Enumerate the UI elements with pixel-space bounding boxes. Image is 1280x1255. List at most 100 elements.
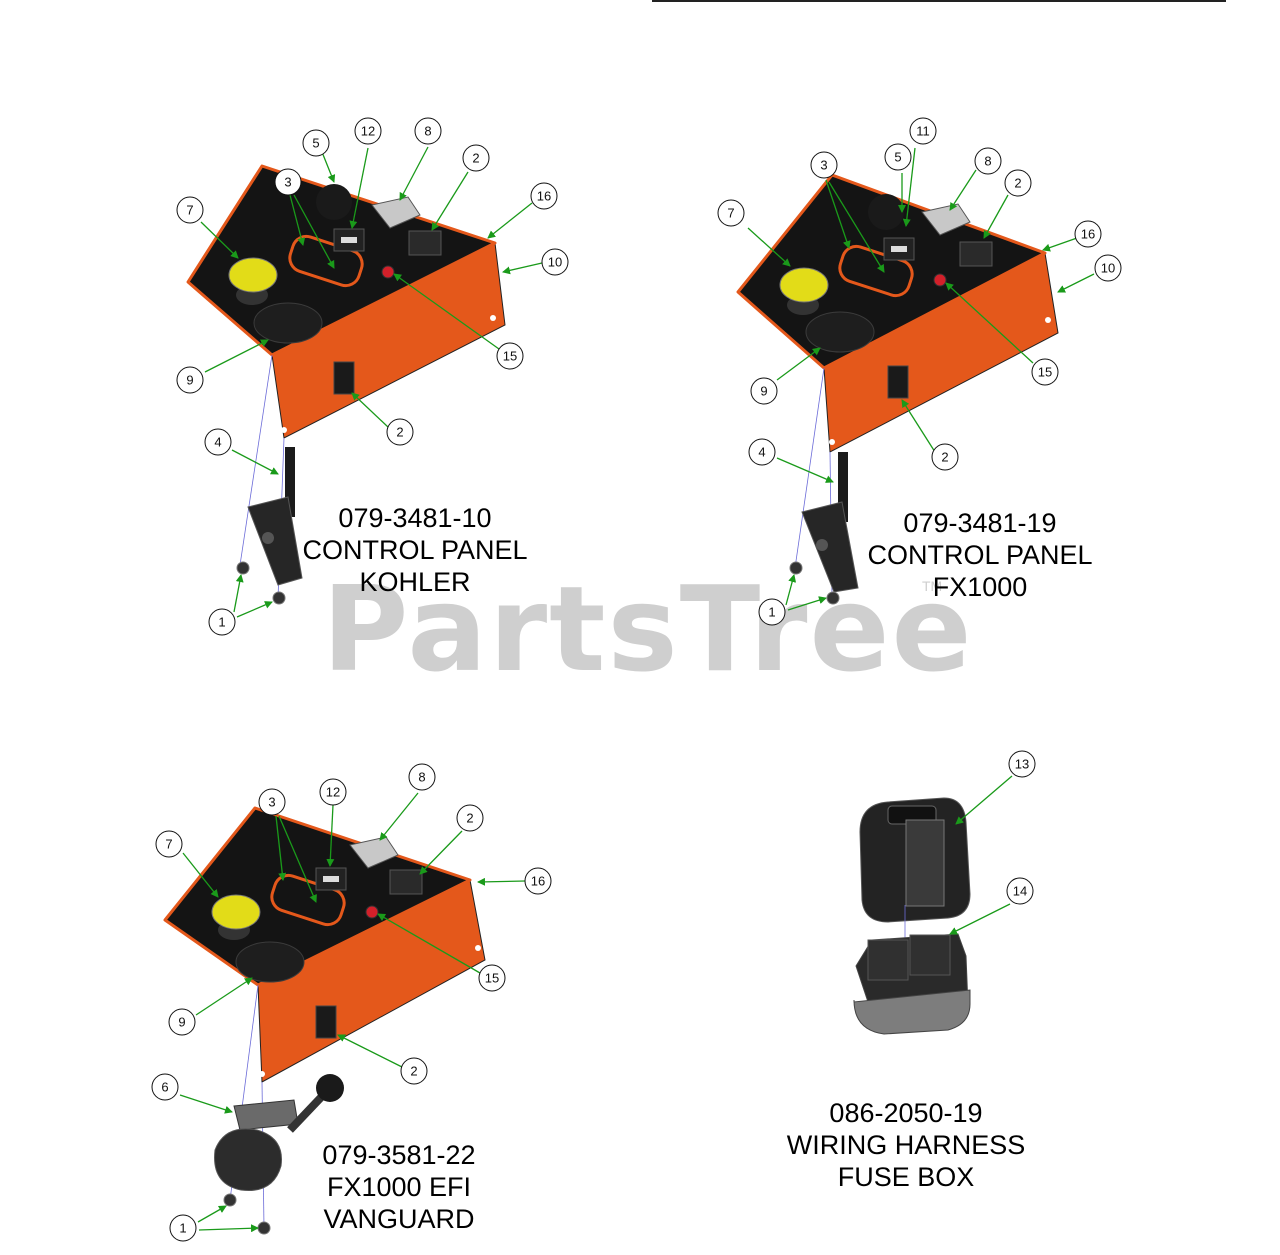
callout-number: 6 (161, 1080, 168, 1095)
caption-vanguard: 079-3581-22 FX1000 EFI VANGUARD (274, 1139, 524, 1235)
caption-fx1000: 079-3481-19 CONTROL PANEL FX1000 (855, 507, 1105, 603)
watermark-brand: PartsTree (322, 560, 974, 698)
kohler-control-panel-drawing (186, 164, 506, 605)
callout-number: 14 (1013, 884, 1027, 899)
callout-number: 1 (768, 605, 775, 620)
part-number: 079-3481-19 (903, 508, 1057, 538)
callout-number: 15 (1038, 365, 1052, 380)
callout-number: 8 (984, 154, 991, 169)
callout-kohler-6: 3 (274, 168, 302, 196)
callout-number: 10 (1101, 261, 1115, 276)
callout-fx1000-1: 3 (810, 151, 838, 179)
callout-fx1000-12: 1 (758, 598, 786, 626)
callout-fusebox-0: 13 (1008, 750, 1036, 778)
callout-vanguard-3: 2 (456, 804, 484, 832)
callout-fx1000-7: 10 (1094, 254, 1122, 282)
part-number: 079-3481-10 (338, 503, 492, 533)
callout-number: 10 (548, 255, 562, 270)
callout-kohler-7: 7 (176, 196, 204, 224)
callout-number: 7 (186, 203, 193, 218)
callout-number: 13 (1015, 757, 1029, 772)
part-variant: KOHLER (359, 567, 471, 597)
part-number: 086-2050-19 (829, 1098, 983, 1128)
top-rule (652, 0, 1226, 2)
callout-kohler-2: 8 (414, 117, 442, 145)
callout-vanguard-5: 16 (524, 867, 552, 895)
callout-number: 8 (418, 770, 425, 785)
callout-fx1000-2: 5 (884, 143, 912, 171)
part-variant: FUSE BOX (837, 1162, 975, 1192)
callout-number: 16 (531, 874, 545, 889)
callout-kohler-9: 9 (176, 366, 204, 394)
callout-kohler-5: 10 (541, 248, 569, 276)
callout-number: 9 (760, 384, 767, 399)
callout-fx1000-11: 4 (748, 438, 776, 466)
callout-vanguard-4: 7 (155, 830, 183, 858)
part-name: CONTROL PANEL (302, 535, 528, 565)
callout-number: 2 (1014, 176, 1021, 191)
callout-number: 7 (727, 206, 734, 221)
callout-fx1000-3: 8 (974, 147, 1002, 175)
callout-number: 2 (472, 151, 479, 166)
callout-vanguard-0: 3 (258, 788, 286, 816)
callout-kohler-1: 12 (354, 117, 382, 145)
callout-fusebox-1: 14 (1006, 877, 1034, 905)
callout-kohler-10: 2 (386, 418, 414, 446)
callout-fx1000-4: 2 (1004, 169, 1032, 197)
callout-number: 2 (396, 425, 403, 440)
fx1000-control-panel-drawing (736, 173, 1059, 605)
callout-number: 8 (424, 124, 431, 139)
callout-vanguard-1: 12 (319, 778, 347, 806)
fuse-box-drawing (853, 797, 971, 1035)
callout-kohler-4: 16 (530, 182, 558, 210)
callout-number: 15 (503, 349, 517, 364)
callout-number: 16 (1081, 227, 1095, 242)
callout-fx1000-10: 2 (931, 443, 959, 471)
callout-number: 1 (218, 615, 225, 630)
callout-number: 2 (466, 811, 473, 826)
callout-number: 9 (186, 373, 193, 388)
callout-number: 15 (485, 971, 499, 986)
callout-number: 7 (165, 837, 172, 852)
callout-kohler-0: 5 (302, 129, 330, 157)
callout-number: 16 (537, 189, 551, 204)
callout-number: 1 (179, 1221, 186, 1236)
callout-number: 3 (820, 158, 827, 173)
callout-fx1000-8: 15 (1031, 358, 1059, 386)
part-name: CONTROL PANEL (867, 540, 1093, 570)
part-name: FX1000 EFI (326, 1172, 472, 1202)
leader-lines (179, 146, 1095, 1233)
callout-vanguard-8: 2 (400, 1057, 428, 1085)
callout-number: 4 (214, 435, 221, 450)
callout-fx1000-6: 16 (1074, 220, 1102, 248)
callout-kohler-3: 2 (462, 144, 490, 172)
watermark-tm: TM (922, 578, 943, 594)
callout-number: 12 (361, 124, 375, 139)
callout-number: 2 (941, 450, 948, 465)
callout-vanguard-9: 6 (151, 1073, 179, 1101)
callout-vanguard-2: 8 (408, 763, 436, 791)
callout-number: 5 (894, 150, 901, 165)
callout-number: 3 (284, 175, 291, 190)
caption-fuse-box: 086-2050-19 WIRING HARNESS FUSE BOX (766, 1097, 1046, 1193)
part-name: WIRING HARNESS (786, 1130, 1026, 1160)
callout-number: 12 (326, 785, 340, 800)
callout-number: 9 (178, 1015, 185, 1030)
callout-vanguard-7: 9 (168, 1008, 196, 1036)
callout-kohler-11: 4 (204, 428, 232, 456)
callout-vanguard-6: 15 (478, 964, 506, 992)
callout-number: 5 (312, 136, 319, 151)
part-variant: FX1000 (932, 572, 1028, 602)
callout-number: 2 (410, 1064, 417, 1079)
part-variant: VANGUARD (323, 1204, 475, 1234)
callout-fx1000-5: 7 (717, 199, 745, 227)
callout-kohler-8: 15 (496, 342, 524, 370)
callout-number: 4 (758, 445, 765, 460)
callout-vanguard-10: 1 (169, 1214, 197, 1242)
callout-number: 11 (916, 124, 930, 139)
vanguard-control-panel-drawing (163, 806, 486, 1235)
callout-number: 3 (268, 795, 275, 810)
part-number: 079-3581-22 (322, 1140, 476, 1170)
